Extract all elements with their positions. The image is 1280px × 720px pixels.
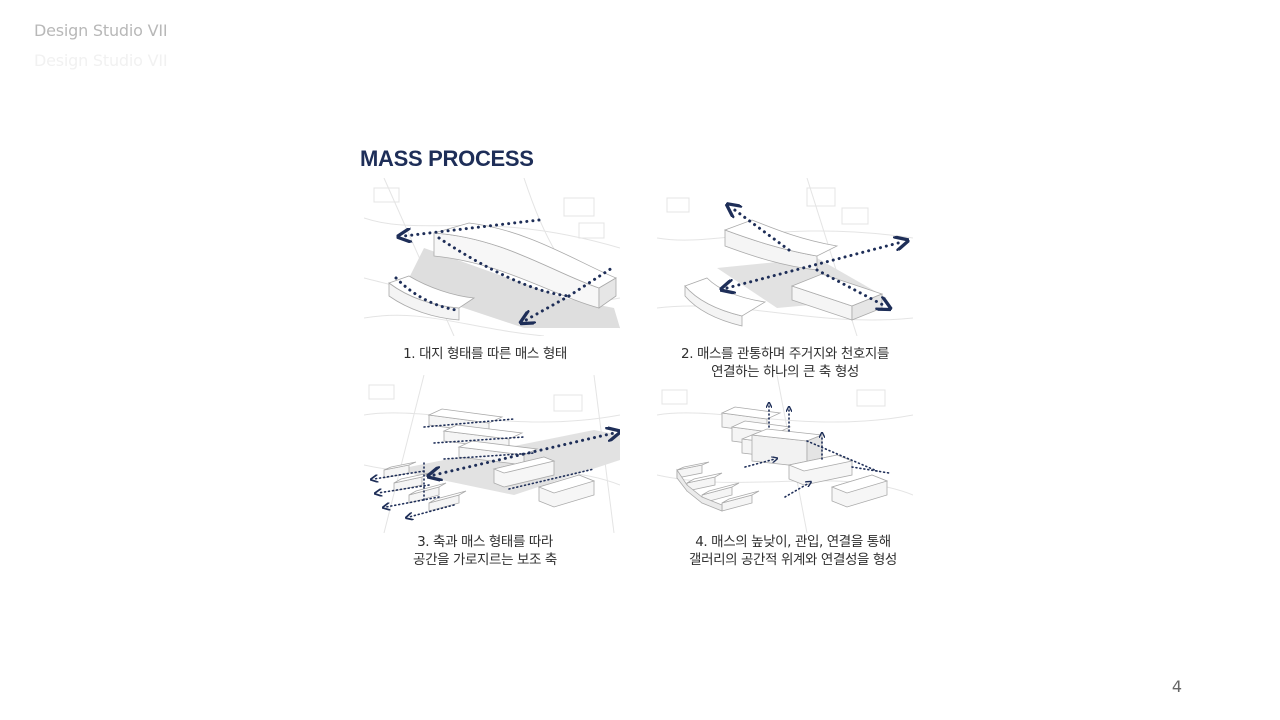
mass-diagram-step-2-drawing — [657, 178, 913, 336]
step-1-caption: 1. 대지 형태를 따른 매스 형태 — [335, 345, 635, 363]
step-4-caption: 4. 매스의 높낮이, 관입, 연결을 통해 갤러리의 공간적 위계와 연결성을… — [643, 533, 943, 569]
mass-diagram-step-4 — [657, 375, 913, 533]
step-3-caption: 3. 축과 매스 형태를 따라 공간을 가로지르는 보조 축 — [335, 533, 635, 569]
step-4-caption-line-2: 갤러리의 공간적 위계와 연결성을 형성 — [689, 552, 897, 568]
step-2-caption-line-2: 연결하는 하나의 큰 축 형성 — [711, 364, 859, 380]
slide-title: MASS PROCESS — [360, 146, 534, 171]
step-4-caption-line-1: 4. 매스의 높낮이, 관입, 연결을 통해 — [695, 534, 891, 550]
step-3-caption-line-2: 공간을 가로지르는 보조 축 — [413, 552, 557, 568]
mass-diagram-step-3-drawing — [364, 375, 620, 533]
step-2-caption-line-1: 2. 매스를 관통하며 주거지와 천호지를 — [681, 346, 889, 362]
step-1-caption-line-1: 1. 대지 형태를 따른 매스 형태 — [403, 346, 567, 362]
mass-diagram-step-2 — [657, 178, 913, 336]
step-3-caption-line-1: 3. 축과 매스 형태를 따라 — [417, 534, 553, 550]
mass-diagram-step-4-drawing — [657, 375, 913, 533]
mass-diagram-step-1-drawing — [364, 178, 620, 336]
step-2-caption: 2. 매스를 관통하며 주거지와 천호지를 연결하는 하나의 큰 축 형성 — [635, 345, 935, 381]
mass-diagram-step-3 — [364, 375, 620, 533]
header-title-shadow: Design Studio VII — [34, 51, 168, 70]
header-title: Design Studio VII — [34, 21, 168, 40]
page-number: 4 — [1171, 677, 1182, 696]
mass-diagram-step-1 — [364, 178, 620, 336]
